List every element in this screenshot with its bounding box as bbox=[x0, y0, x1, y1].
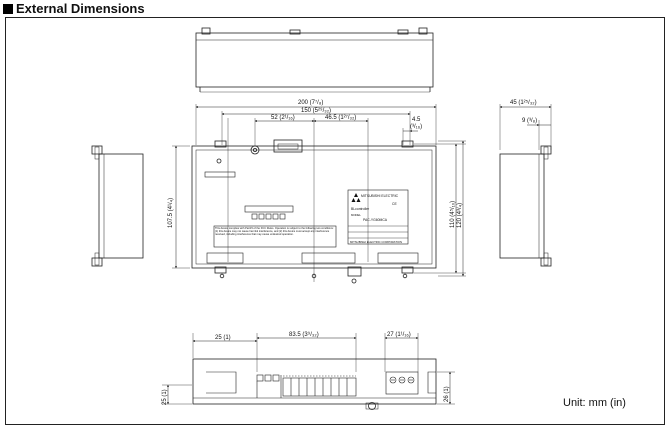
dim-bottom-26-vertical: 26 (1) bbox=[444, 386, 450, 402]
dim-bottom-83-5: 83.5 (3⁹/₃₂) bbox=[289, 331, 319, 338]
fcc-notice: This device complies with Part15 of the … bbox=[215, 227, 334, 237]
section-title-text: External Dimensions bbox=[16, 1, 145, 16]
dim-bottom-25: 25 (1) bbox=[215, 335, 231, 341]
dim-depth-9: 9 (³/₈) bbox=[522, 118, 537, 124]
unit-label: Unit: mm (in) bbox=[563, 397, 626, 409]
dim-width-46-5: 46.5 (1²⁷/₃₂) bbox=[325, 114, 356, 121]
dim-height-110: 110 (4⁵/₁₆) bbox=[449, 201, 456, 228]
dim-width-200: 200 (7⁷/₈) bbox=[298, 99, 323, 106]
device-model-label: MODEL bbox=[351, 213, 361, 217]
dim-offset-4-5: 4.5 bbox=[412, 117, 421, 123]
dim-width-150: 150 (5²⁹/₃₂) bbox=[301, 107, 331, 114]
section-title: External Dimensions bbox=[3, 1, 145, 16]
device-manufacturer: MITSUBISHI ELECTRIC CORPORATION bbox=[350, 240, 402, 244]
mitsubishi-logo-icon bbox=[351, 193, 361, 202]
bottom-view bbox=[162, 333, 455, 410]
dim-bottom-27: 27 (1¹/₁₆) bbox=[387, 332, 411, 338]
dim-height-120: 120 (4³/₄) bbox=[457, 203, 463, 228]
device-ce-mark: CE bbox=[392, 202, 397, 206]
device-series: BLcontroller bbox=[351, 207, 370, 211]
fcc-notice-text: This device complies with Part15 of the … bbox=[215, 227, 334, 237]
dim-height-107-5: 107.5 (4¹/₄) bbox=[168, 198, 174, 228]
right-side-view bbox=[499, 104, 552, 267]
front-view bbox=[172, 104, 466, 284]
device-model: PAC-YG60MCA bbox=[363, 218, 388, 222]
square-bullet-icon bbox=[3, 4, 13, 14]
top-view bbox=[195, 27, 434, 93]
device-brand: MITSUBISHI ELECTRIC bbox=[361, 194, 399, 198]
dim-depth-45: 45 (1²⁵/₃₂) bbox=[510, 99, 537, 106]
dim-width-52: 52 (2¹/₁₆) bbox=[271, 115, 295, 121]
dim-offset-4-5-in: (³/₁₆) bbox=[410, 124, 422, 130]
dimension-labels: 200 (7⁷/₈) 150 (5²⁹/₃₂) 52 (2¹/₁₆) 46.5 … bbox=[162, 99, 537, 405]
left-side-view bbox=[91, 145, 144, 267]
dim-bottom-25-vertical: 25 (1) bbox=[162, 389, 168, 405]
drawing-frame bbox=[5, 17, 665, 425]
device-label-plate: MITSUBISHI ELECTRIC CE BLcontroller MODE… bbox=[350, 194, 402, 244]
